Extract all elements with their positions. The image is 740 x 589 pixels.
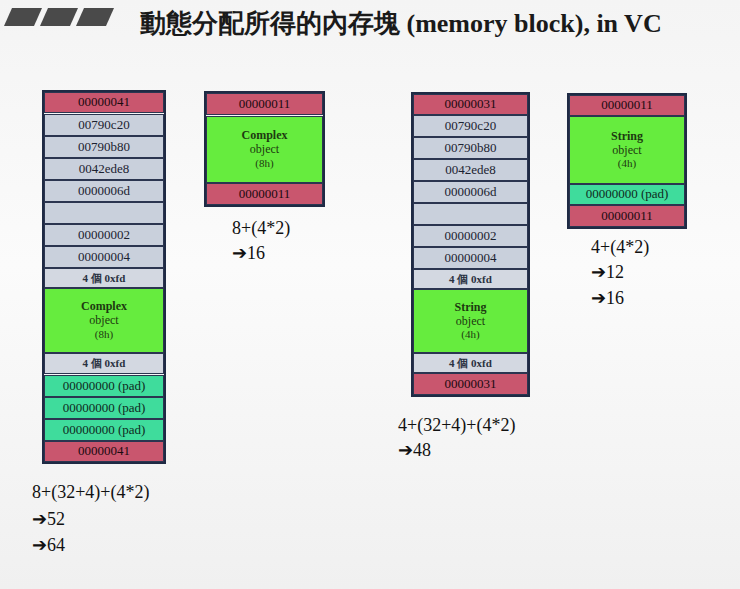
size-note: ➔16 — [591, 287, 624, 309]
cell-text: 00000002 — [78, 228, 130, 243]
cell-text: (8h) — [95, 328, 113, 341]
cell-text: 0000006d — [445, 185, 497, 200]
cell-text: 00000041 — [78, 95, 130, 110]
cell-text: 00000004 — [445, 251, 497, 266]
size-note: 8+(4*2) — [232, 218, 290, 239]
slide-title: 動態分配所得的內存塊 (memory block), in VC — [140, 6, 662, 41]
pad-cell: 00000000 (pad) — [44, 375, 164, 397]
cell-text: 00790b80 — [78, 140, 130, 155]
guard-cell: 4 個 0xfd — [44, 353, 164, 374]
memory-cell: 0042ede8 — [413, 159, 528, 181]
cell-text: 00000011 — [601, 209, 653, 224]
cell-text: 00790b80 — [445, 141, 497, 156]
header-cell: 00000031 — [413, 373, 528, 395]
cell-text: 4 個 0xfd — [83, 272, 126, 285]
header-cell: 00000011 — [569, 205, 685, 227]
memory-cell: 00790c20 — [413, 115, 528, 137]
cell-text: 4 個 0xfd — [449, 273, 492, 286]
cell-text: 00000002 — [445, 229, 497, 244]
size-note: 8+(32+4)+(4*2) — [32, 482, 149, 503]
cell-text: 00790c20 — [445, 119, 496, 134]
cell-text: 00000011 — [601, 98, 653, 113]
cell-text: 00000011 — [239, 187, 291, 202]
cell-text: 00000000 (pad) — [63, 379, 146, 394]
guard-cell: 4 個 0xfd — [413, 353, 528, 373]
cell-text: 4 個 0xfd — [83, 357, 126, 370]
cell-text: 00790c20 — [78, 118, 129, 133]
cell-text: 4 個 0xfd — [449, 357, 492, 370]
header-cell: 00000031 — [413, 94, 528, 115]
size-note: ➔16 — [232, 242, 265, 264]
memory-cell: 00000002 — [44, 224, 164, 246]
memory-cell: 00790b80 — [413, 137, 528, 159]
pad-cell: 00000000 (pad) — [569, 184, 685, 205]
size-note: ➔12 — [591, 261, 624, 283]
memory-cell: 00790b80 — [44, 136, 164, 158]
cell-text: 00000031 — [445, 97, 497, 112]
cell-text: 0000006d — [78, 184, 130, 199]
object-block: Stringobject(4h) — [569, 116, 685, 184]
cell-text: Complex — [81, 300, 127, 314]
cell-text: object — [612, 144, 641, 158]
header-cell: 00000011 — [206, 183, 323, 205]
column-frames — [43, 91, 686, 463]
memory-cell: 00000002 — [413, 225, 528, 247]
size-note: 4+(32+4)+(4*2) — [398, 415, 515, 436]
cell-text: 0042ede8 — [79, 162, 130, 177]
cell-text: 00000000 (pad) — [63, 423, 146, 438]
object-block: Stringobject(4h) — [413, 289, 528, 353]
guard-cell: 4 個 0xfd — [44, 268, 164, 288]
size-note: ➔48 — [398, 439, 431, 461]
memory-cell: 00000004 — [413, 247, 528, 269]
memory-cell: 00790c20 — [44, 114, 164, 136]
pad-cell: 00000000 (pad) — [44, 419, 164, 441]
header-cell: 00000041 — [44, 441, 164, 462]
cell-text: (4h) — [618, 157, 636, 170]
cell-text: (8h) — [255, 157, 273, 170]
cell-text: 00000000 (pad) — [586, 187, 669, 202]
header-cell: 00000041 — [44, 92, 164, 113]
cell-text: object — [456, 315, 485, 329]
cell-text: (4h) — [461, 328, 479, 341]
cell-text: String — [611, 130, 643, 144]
guard-cell: 4 個 0xfd — [413, 269, 528, 289]
size-note: ➔64 — [32, 534, 65, 556]
pad-cell: 00000000 (pad) — [44, 397, 164, 419]
cell-text: 00000004 — [78, 250, 130, 265]
cell-text: 00000000 (pad) — [63, 401, 146, 416]
memory-cell: 0000006d — [413, 181, 528, 203]
memory-cell: 0042ede8 — [44, 158, 164, 180]
cell-text: 00000011 — [239, 97, 291, 112]
memory-cell: 00000004 — [44, 246, 164, 268]
size-note: 4+(4*2) — [591, 237, 649, 258]
cell-text: Complex — [242, 129, 288, 143]
cell-text: object — [89, 314, 118, 328]
cell-text: String — [454, 301, 486, 315]
cell-text: object — [250, 143, 279, 157]
object-block: Complexobject(8h) — [44, 288, 164, 353]
header-cell: 00000011 — [569, 95, 685, 116]
cell-text: 00000031 — [445, 377, 497, 392]
memory-cell: 0000006d — [44, 180, 164, 202]
object-block: Complexobject(8h) — [206, 116, 323, 183]
title-bars — [4, 8, 114, 26]
cell-text: 0042ede8 — [445, 163, 496, 178]
size-note: ➔52 — [32, 508, 65, 530]
header-cell: 00000011 — [206, 93, 323, 115]
cell-text: 00000041 — [78, 444, 130, 459]
